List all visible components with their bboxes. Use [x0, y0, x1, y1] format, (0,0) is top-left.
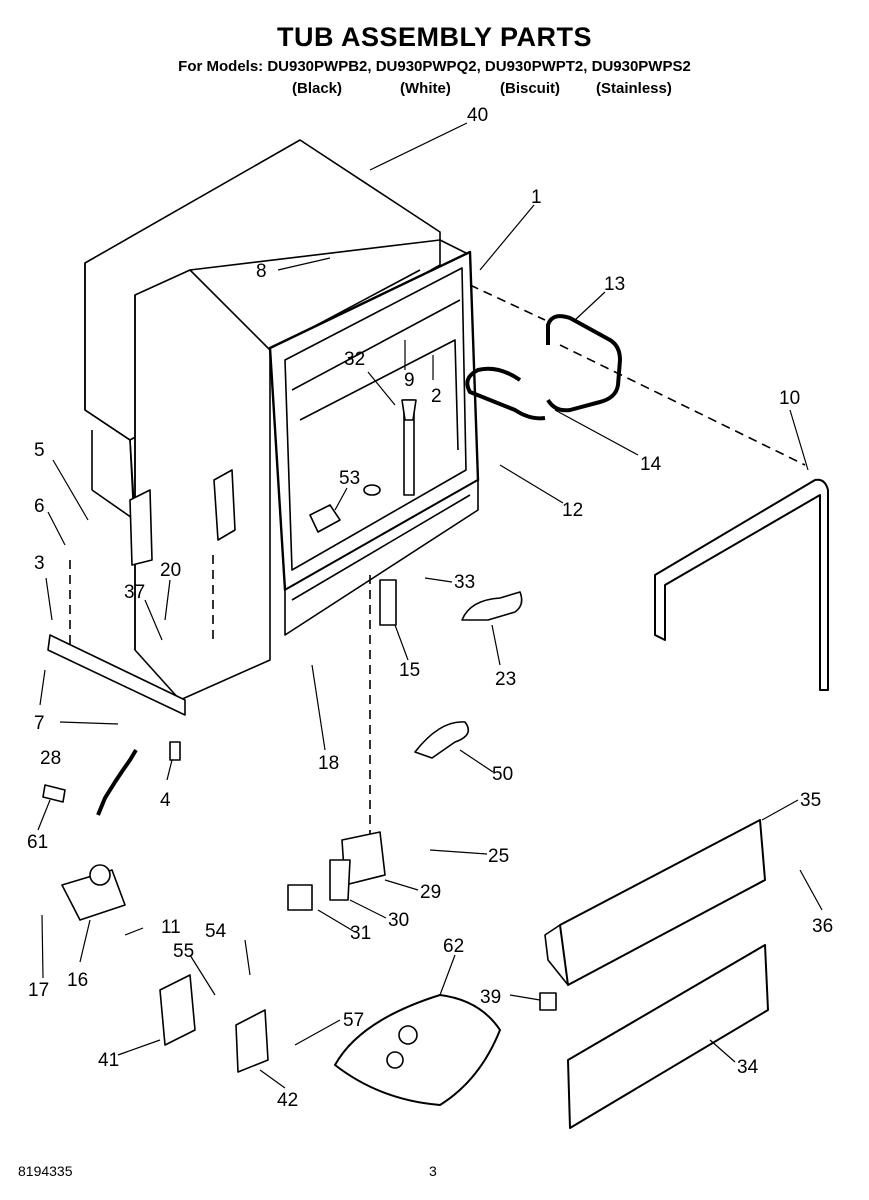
color-biscuit: (Biscuit) [500, 80, 560, 97]
callout-35: 35 [800, 790, 821, 811]
callout-39: 39 [480, 987, 501, 1008]
callout-31: 31 [350, 923, 371, 944]
vent-hose-drawing [546, 314, 622, 413]
callout-6: 6 [34, 496, 45, 517]
callout-23: 23 [495, 669, 516, 690]
color-black: (Black) [292, 80, 343, 97]
bracket-drawing [47, 634, 186, 716]
callout-30: 30 [388, 910, 409, 931]
callout-29: 29 [420, 882, 441, 903]
callout-20: 20 [160, 560, 181, 581]
doc-number: 8194335 [18, 1163, 73, 1179]
callout-62: 62 [443, 936, 464, 957]
callout-32: 32 [344, 349, 365, 370]
callout-9: 9 [404, 370, 415, 391]
trim-drawing [654, 478, 829, 691]
callout-13: 13 [604, 274, 625, 295]
callout-25: 25 [488, 846, 509, 867]
leader-solid [37, 122, 823, 1089]
page-number: 3 [429, 1163, 437, 1179]
drain-hose-drawing [465, 366, 546, 421]
callout-3: 3 [34, 553, 45, 574]
callout-36: 36 [812, 916, 833, 937]
callout-42: 42 [277, 1090, 298, 1111]
callout-37: 37 [124, 582, 145, 603]
color-stainless: (Stainless) [596, 80, 672, 97]
callout-61: 61 [27, 832, 48, 853]
callout-53: 53 [339, 468, 360, 489]
callout-8: 8 [256, 261, 267, 282]
color-white: (White) [400, 80, 451, 97]
callout-14: 14 [640, 454, 662, 475]
callout-33: 33 [454, 572, 475, 593]
callout-50: 50 [492, 764, 513, 785]
callout-2: 2 [431, 386, 442, 407]
callout-55: 55 [173, 941, 194, 962]
toe-panel-drawing [567, 944, 769, 1129]
callout-34: 34 [737, 1057, 759, 1078]
callout-57: 57 [343, 1010, 364, 1031]
callout-15: 15 [399, 660, 420, 681]
access-panel-drawing [559, 819, 766, 986]
callout-11: 11 [161, 917, 181, 938]
callout-1: 1 [531, 187, 542, 208]
callout-28: 28 [40, 748, 61, 769]
models-line: For Models: DU930PWPB2, DU930PWPQ2, DU93… [178, 58, 691, 75]
callout-4: 4 [160, 790, 171, 811]
callout-17: 17 [28, 980, 49, 1001]
callout-labels: 40 1 8 13 32 9 2 10 5 14 12 53 6 3 20 37… [27, 105, 833, 1111]
callout-16: 16 [67, 970, 88, 991]
callout-54: 54 [205, 921, 227, 942]
callout-5: 5 [34, 440, 45, 461]
page-title: TUB ASSEMBLY PARTS [276, 22, 593, 52]
spring-drawing [96, 748, 138, 816]
callout-41: 41 [98, 1050, 119, 1071]
callout-12: 12 [562, 500, 583, 521]
callout-40: 40 [467, 105, 488, 126]
parts-bag-drawing [334, 994, 501, 1106]
front-frame-drawing [129, 250, 480, 636]
callout-7: 7 [34, 713, 45, 734]
callout-10: 10 [779, 388, 800, 409]
callout-18: 18 [318, 753, 339, 774]
leader-dashed [69, 284, 806, 840]
